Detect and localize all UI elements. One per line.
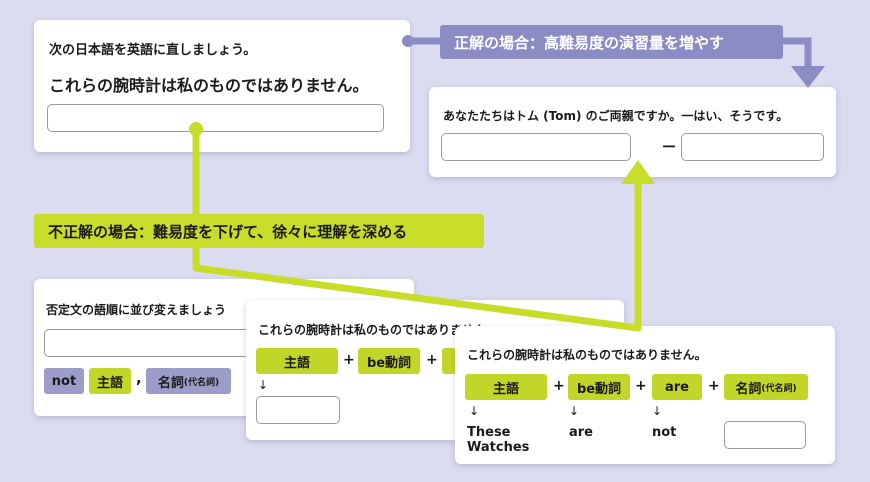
answer-input-2[interactable] [681, 133, 824, 161]
banner-correct-case: 正解の場合：高難易度の演習量を増やす [440, 25, 783, 59]
chip-noun[interactable]: 名詞(代名詞) [146, 368, 231, 394]
answer-input[interactable] [47, 104, 384, 132]
down-arrow: ↓ [652, 404, 663, 418]
middle-answer-input[interactable] [256, 396, 340, 424]
question-card-advanced: あなたたちはトム (Tom) のご両親ですか。一はい、そうです。 ー [429, 87, 836, 177]
chip-subject[interactable]: 主語 [89, 368, 131, 394]
chip-subject[interactable]: 主語 [256, 348, 338, 374]
down-arrow: ↓ [258, 378, 269, 392]
front-answer-input[interactable] [724, 421, 806, 449]
down-arrow: ↓ [469, 404, 480, 418]
advanced-question-sentence: あなたたちはトム (Tom) のご両親ですか。一はい、そうです。 [443, 109, 789, 123]
comma-symbol: , [136, 369, 142, 387]
chip-be-verb[interactable]: be動詞 [568, 374, 630, 400]
answer-word-watches: Watches [467, 440, 530, 455]
word-order-input[interactable] [44, 329, 284, 357]
word-order-instruction: 否定文の語順に並び変えましょう [46, 303, 227, 317]
answer-word-not: not [652, 425, 677, 440]
answer-word-are: are [569, 425, 594, 440]
plus-symbol: + [426, 352, 438, 368]
chip-are[interactable]: are [652, 374, 702, 400]
question-instruction: 次の日本語を英語に直しましょう。 [49, 43, 257, 58]
incorrect-path-arrow [189, 122, 655, 332]
middle-sentence: これらの腕時計は私のものではありません。 [258, 323, 498, 337]
down-arrow: ↓ [569, 404, 580, 418]
plus-symbol: + [708, 378, 720, 394]
plus-symbol: + [553, 378, 565, 394]
answer-input-1[interactable] [441, 133, 631, 161]
chip-partial[interactable] [442, 348, 456, 374]
chip-subject[interactable]: 主語 [465, 374, 547, 400]
question-sentence: これらの腕時計は私のものではありません。 [49, 76, 369, 95]
chip-be-verb[interactable]: be動詞 [358, 348, 420, 374]
scaffold-card-front: これらの腕時計は私のものではありません。 主語 + be動詞 + are + 名… [455, 326, 835, 464]
plus-symbol: + [343, 352, 355, 368]
chip-noun[interactable]: 名詞(代名詞) [724, 374, 808, 400]
answer-word-these: These [467, 425, 511, 440]
question-card-initial: 次の日本語を英語に直しましょう。 これらの腕時計は私のものではありません。 [34, 20, 410, 152]
dash-separator: ー [662, 140, 676, 156]
banner-incorrect-case: 不正解の場合：難易度を下げて、徐々に理解を深める [34, 214, 484, 248]
front-sentence: これらの腕時計は私のものではありません。 [467, 348, 707, 362]
chip-not[interactable]: not [44, 368, 84, 394]
plus-symbol: + [635, 378, 647, 394]
